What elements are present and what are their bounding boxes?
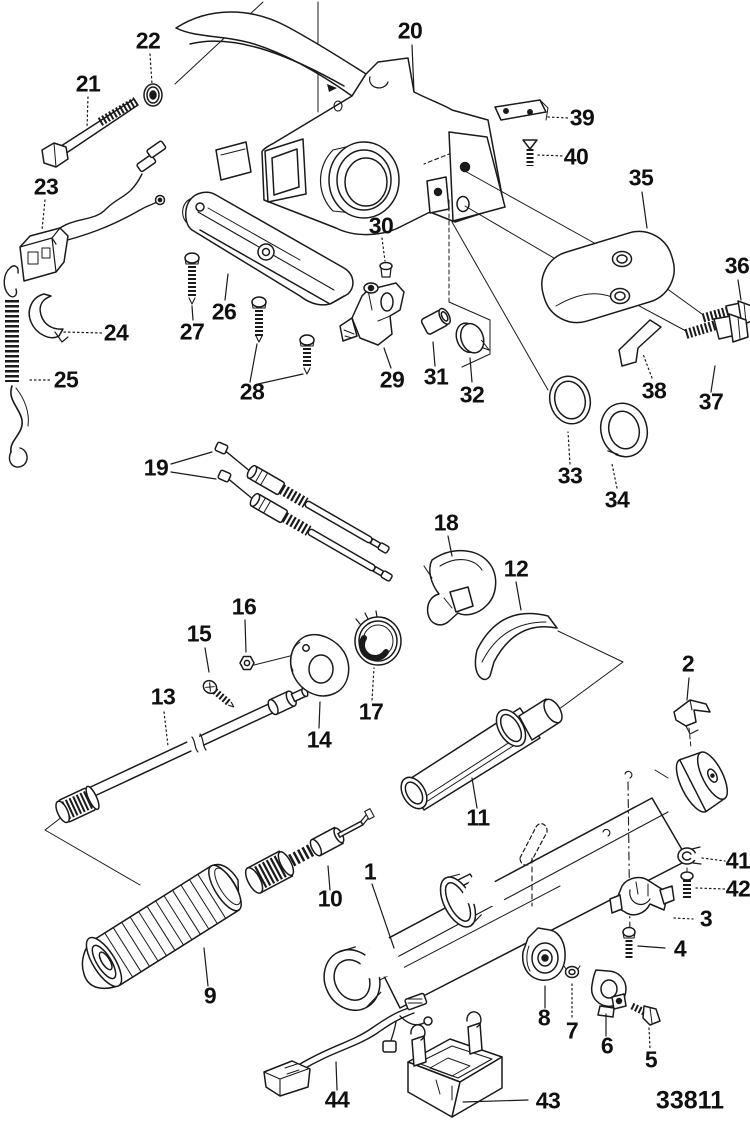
part-9-grip: [81, 863, 242, 990]
part-31-bushing: [420, 307, 451, 335]
part-28-screws: [251, 296, 315, 375]
part-11-inner-tube: [400, 698, 563, 811]
part-8-tube-mount: [521, 927, 566, 981]
part-34-lock-ring: [599, 402, 649, 458]
part-33-o-ring-seal: [548, 375, 592, 425]
part-25-lanyard: [3, 265, 29, 468]
part-17-bearing: [354, 610, 402, 666]
part-26-lower-mount-bracket: [182, 191, 354, 306]
part-13-throttle-shaft: [55, 687, 309, 824]
part-22-washer: [143, 83, 163, 107]
part-40-screw: [522, 139, 538, 166]
part-3-cable-bracket: [609, 876, 675, 916]
part-37-bolt: [684, 313, 749, 343]
part-23-stop-switch: [19, 140, 167, 282]
part-18-cable-retainer: [423, 549, 497, 626]
part-12-liner-half-shell: [474, 612, 558, 681]
part-20-swivel-bracket-housing: [175, 11, 506, 236]
part-5-bolt: [630, 1002, 661, 1026]
part-24-switch-clip: [28, 293, 69, 343]
leader-lines: [29, 44, 742, 1103]
part-2-latch: [673, 699, 711, 749]
drawing-number: 33811: [655, 1086, 725, 1115]
part-30-plug: [379, 261, 393, 278]
part-41-cable-clip: [677, 846, 706, 875]
part-32-thrust-disc: [455, 322, 490, 354]
part-35-clamp-plate: [541, 230, 675, 324]
part-16-flange-nut: [239, 655, 255, 671]
part-29-throttle-lever: [339, 282, 405, 346]
part-10-friction-adjuster: [244, 808, 375, 894]
part-7-washer: [563, 965, 581, 979]
part-14-cam-plate: [253, 634, 350, 697]
part-15-screw: [202, 679, 235, 708]
part-21-pivot-bolt: [41, 97, 139, 168]
part-6-clamp: [590, 969, 627, 1018]
part-19-throttle-cables: [214, 441, 393, 582]
part-27-screw: [184, 252, 200, 305]
part-1-tiller-handle-tube: [323, 751, 729, 1011]
part-39-anchor-plate: [494, 99, 549, 121]
part-44-wiring-harness: [263, 992, 433, 1097]
part-4-screw: [622, 926, 636, 960]
part-42-screw: [680, 871, 694, 900]
part-38-anode-shim: [618, 319, 662, 367]
